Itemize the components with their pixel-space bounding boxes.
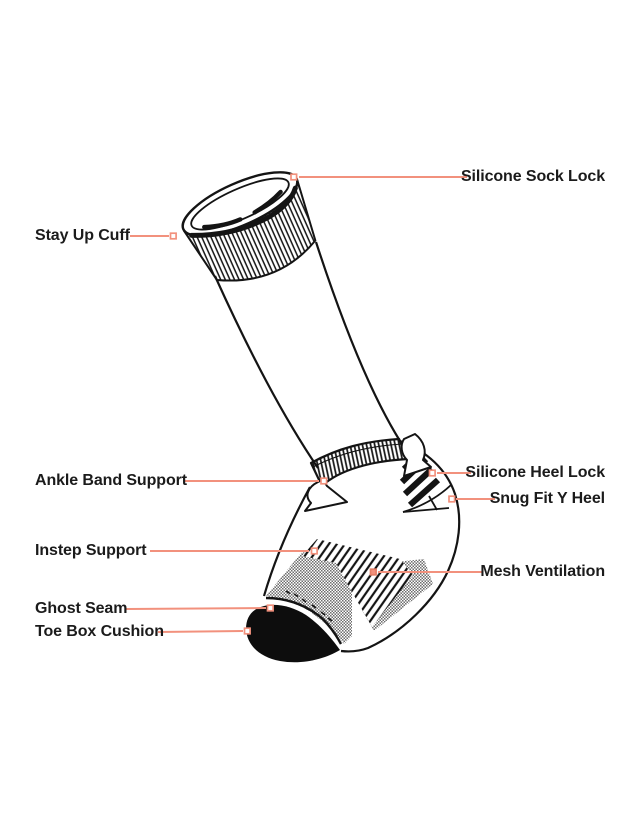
marker-instep-support bbox=[310, 547, 318, 555]
y-heel-seams bbox=[402, 484, 452, 513]
label-snug-fit-y-heel: Snug Fit Y Heel bbox=[489, 490, 605, 507]
compression-arrow-left bbox=[304, 480, 348, 512]
marker-snug-fit-y-heel bbox=[448, 495, 456, 503]
label-instep-support: Instep Support bbox=[35, 542, 147, 559]
label-ankle-band-support: Ankle Band Support bbox=[35, 472, 187, 489]
marker-ankle-band-support bbox=[320, 477, 328, 485]
cuff bbox=[181, 171, 317, 282]
mesh-ventilation-zone-left bbox=[266, 552, 352, 644]
label-mesh-ventilation: Mesh Ventilation bbox=[480, 563, 605, 580]
ankle-band-inner-line bbox=[312, 443, 403, 468]
cuff-inner-rim bbox=[190, 177, 290, 231]
compression-arrow-right bbox=[400, 433, 432, 477]
sock-lock-outer-stripe bbox=[189, 185, 298, 238]
sock-lock-grip-strip-right bbox=[252, 189, 283, 215]
leg-outline-right bbox=[314, 241, 401, 442]
leader-ghost-seam bbox=[125, 607, 267, 610]
leader-lines bbox=[125, 176, 495, 633]
label-silicone-heel-lock: Silicone Heel Lock bbox=[465, 464, 605, 481]
marker-toe-box-cushion bbox=[243, 627, 251, 635]
marker-silicone-sock-lock bbox=[290, 173, 298, 181]
sock-lock-grip-strip-left bbox=[202, 217, 243, 230]
marker-silicone-heel-lock bbox=[428, 469, 436, 477]
marker-mesh-ventilation bbox=[369, 568, 377, 576]
seam-stitch-marks bbox=[285, 590, 333, 622]
instep-outline bbox=[262, 486, 311, 597]
label-stay-up-cuff: Stay Up Cuff bbox=[35, 227, 130, 244]
toe-box-cushion-cap bbox=[246, 604, 340, 663]
leader-markers bbox=[169, 173, 456, 635]
instep-support-hatching bbox=[302, 539, 413, 627]
label-toe-box-cushion: Toe Box Cushion bbox=[35, 623, 164, 640]
leg-outline-left bbox=[213, 275, 319, 469]
marker-stay-up-cuff bbox=[169, 232, 177, 240]
marker-ghost-seam bbox=[266, 604, 274, 612]
label-silicone-sock-lock: Silicone Sock Lock bbox=[460, 168, 605, 185]
leader-toe-box-cushion bbox=[157, 630, 244, 633]
sock-body bbox=[181, 171, 461, 663]
label-ghost-seam: Ghost Seam bbox=[35, 600, 128, 617]
ghost-seam-line bbox=[265, 596, 343, 645]
